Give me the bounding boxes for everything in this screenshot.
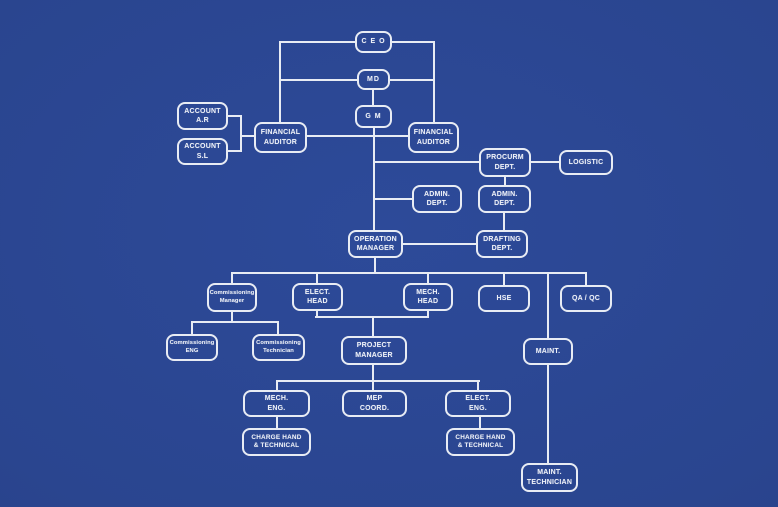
connector-line — [372, 380, 374, 390]
node-maint: MAINT. — [523, 338, 573, 365]
node-commissioning-manager: Commissioning Manager — [207, 283, 257, 312]
node-account-sl: ACCOUNT S.L — [177, 138, 228, 165]
connector-line — [374, 161, 479, 163]
connector-line — [277, 321, 279, 334]
node-elect-head: ELECT. HEAD — [292, 283, 343, 311]
connector-line — [231, 312, 233, 322]
node-operation-manager: OPERATION MANAGER — [348, 230, 403, 258]
node-commissioning-eng: Commissioning ENG — [166, 334, 218, 361]
node-financial-auditor-right: FINANCIAL AUDITOR — [408, 122, 459, 153]
connector-line — [372, 316, 374, 336]
connector-line — [403, 243, 476, 245]
connector-line — [276, 417, 278, 428]
connector-line — [191, 321, 279, 323]
connector-line — [276, 380, 278, 390]
node-drafting-dept: DRAFTING DEPT. — [476, 230, 528, 258]
node-charge-hand-mech: CHARGE HAND & TECHNICAL — [242, 428, 311, 456]
connector-line — [390, 41, 435, 43]
node-mech-eng: MECH. ENG. — [243, 390, 310, 417]
connector-line — [316, 272, 318, 283]
connector-line — [231, 272, 233, 283]
connector-line — [276, 380, 480, 382]
connector-line — [307, 135, 408, 137]
connector-line — [531, 161, 560, 163]
node-admin-dept-right: ADMIN. DEPT. — [478, 185, 531, 213]
connector-line — [427, 272, 429, 283]
node-financial-auditor-left: FINANCIAL AUDITOR — [254, 122, 307, 153]
node-gm: G M — [355, 105, 392, 128]
node-account-ar: ACCOUNT A.R — [177, 102, 228, 130]
connector-line — [427, 311, 429, 317]
connector-line — [585, 272, 587, 285]
connector-line — [279, 41, 357, 43]
connector-line — [231, 272, 587, 274]
connector-line — [240, 135, 255, 137]
node-maint-technician: MAINT. TECHNICIAN — [521, 463, 578, 492]
connector-line — [191, 321, 193, 334]
node-md: MD — [357, 69, 390, 90]
node-elect-eng: ELECT. ENG. — [445, 390, 511, 417]
connector-line — [547, 365, 549, 464]
connector-line — [374, 258, 376, 273]
node-admin-dept-left: ADMIN. DEPT. — [412, 185, 462, 213]
node-procurm-dept: PROCURM DEPT. — [479, 148, 531, 177]
connector-line — [228, 115, 242, 117]
connector-line — [503, 213, 505, 230]
connector-line — [477, 380, 479, 390]
node-qa-qc: QA / QC — [560, 285, 612, 312]
connector-line — [390, 79, 435, 81]
node-project-manager: PROJECT MANAGER — [341, 336, 407, 365]
node-hse: HSE — [478, 285, 530, 312]
connector-line — [316, 311, 318, 317]
connector-line — [374, 198, 412, 200]
connector-line — [504, 177, 506, 185]
connector-line — [503, 272, 505, 285]
connector-line — [547, 272, 549, 338]
connector-line — [279, 41, 281, 122]
node-ceo: C E O — [355, 31, 392, 53]
connector-line — [372, 365, 374, 381]
connector-line — [372, 90, 374, 105]
connector-line — [433, 41, 435, 122]
connector-line — [279, 79, 358, 81]
connector-line — [228, 150, 242, 152]
node-commissioning-technician: Commissioning Technician — [252, 334, 305, 361]
connector-line — [373, 128, 375, 230]
node-mep-coord: MEP COORD. — [342, 390, 407, 417]
connector-line — [240, 115, 242, 152]
node-mech-head: MECH. HEAD — [403, 283, 453, 311]
connector-line — [479, 417, 481, 428]
node-charge-hand-elect: CHARGE HAND & TECHNICAL — [446, 428, 515, 456]
node-logistic: LOGISTIC — [559, 150, 613, 175]
